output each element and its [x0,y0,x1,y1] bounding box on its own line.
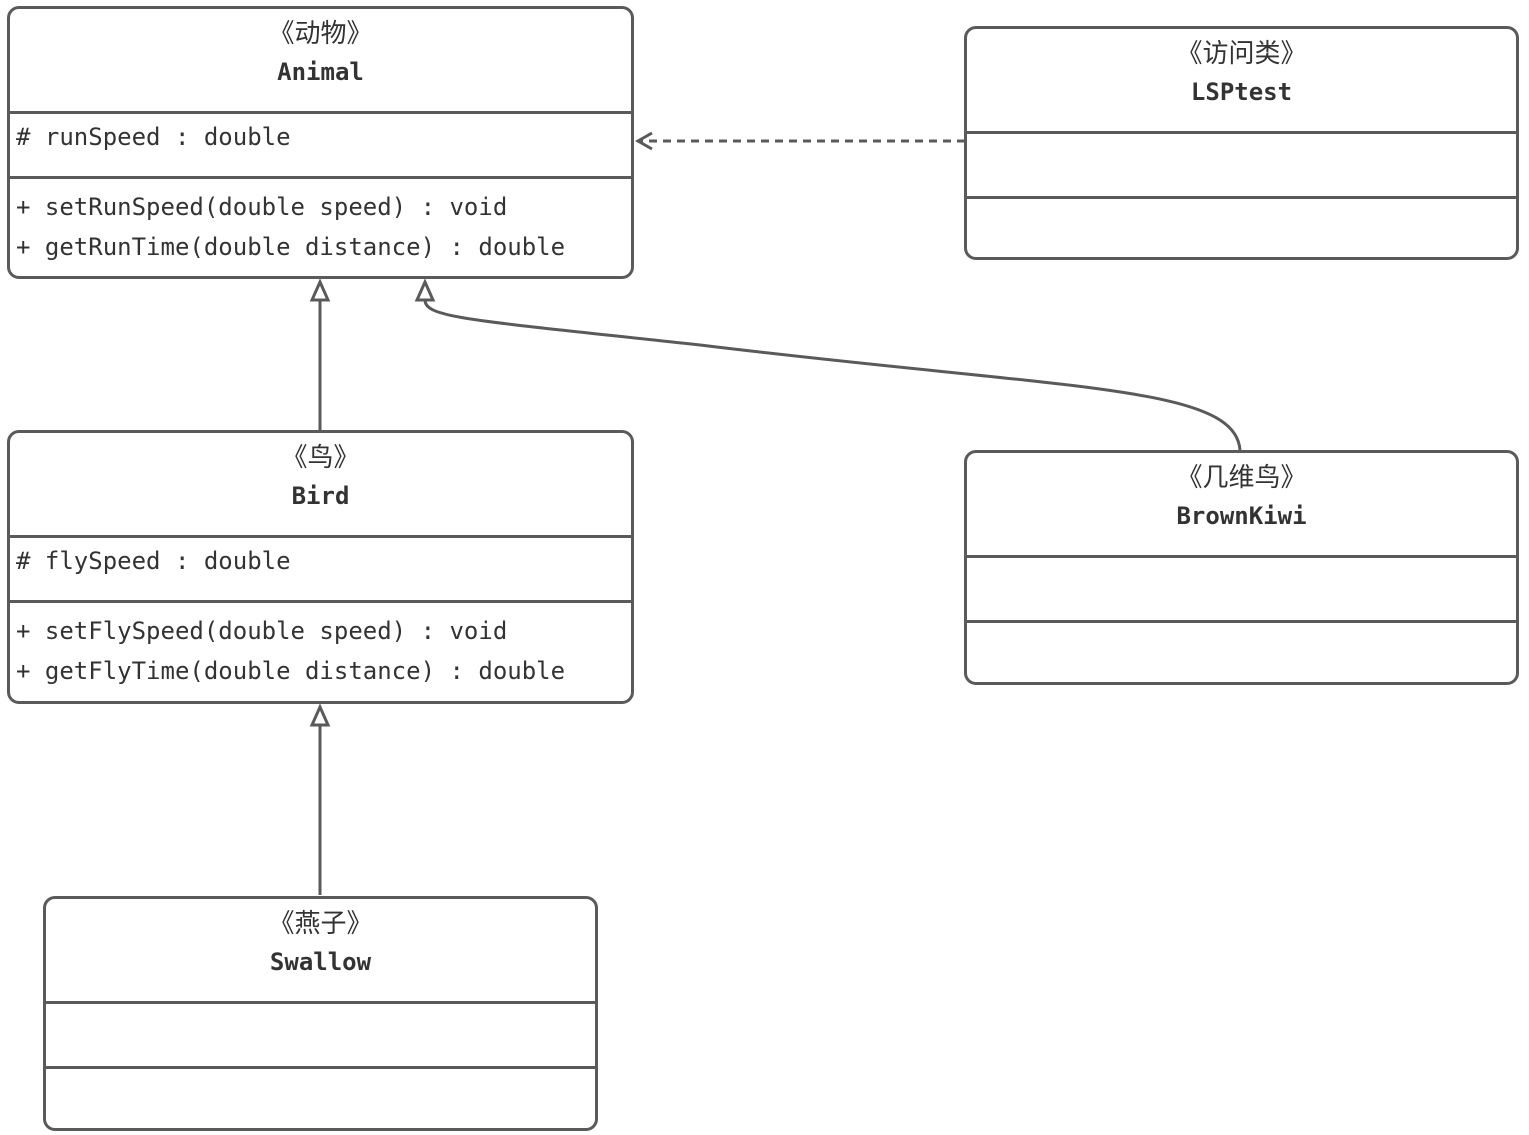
generalization-arrowhead [309,703,331,727]
class-header: 《访问类》 LSPtest [967,29,1516,134]
generalization-arrowhead [414,278,436,302]
relation-line [423,299,1242,451]
attribute-row: # runSpeed : double [16,123,291,151]
class-swallow[interactable]: 《燕子》 Swallow [43,896,598,1131]
method-row: + setFlySpeed(double speed) : void [16,617,508,645]
class-header: 《燕子》 Swallow [46,899,595,1004]
class-name: Bird [291,482,350,510]
class-name: Swallow [269,948,372,976]
relation-bird-animal [309,278,331,430]
class-header: 《鸟》 Bird [10,433,631,538]
attributes-section: # runSpeed : double [10,114,631,179]
class-stereotype: 《访问类》 [1176,39,1307,69]
method-row: + getFlyTime(double distance) : double [16,657,566,685]
class-lsptest[interactable]: 《访问类》 LSPtest [964,26,1519,260]
class-stereotype: 《几维鸟》 [1176,463,1307,493]
class-name: BrownKiwi [1176,502,1307,530]
dependency-arrowhead [634,131,653,151]
attributes-section [46,1004,595,1069]
class-animal[interactable]: 《动物》 Animal # runSpeed : double + setRun… [7,6,634,279]
methods-section: + setRunSpeed(double speed) : void + get… [10,179,631,267]
class-name: Animal [277,58,364,86]
generalization-arrowhead [309,278,331,302]
attributes-section: # flySpeed : double [10,538,631,603]
class-stereotype: 《鸟》 [281,443,360,473]
attribute-row: # flySpeed : double [16,547,291,575]
class-header: 《动物》 Animal [10,9,631,114]
class-stereotype: 《动物》 [268,19,373,49]
method-row: + getRunTime(double distance) : double [16,233,566,261]
attributes-section [967,558,1516,623]
relation-lsptest-animal [634,131,965,151]
class-brownkiwi[interactable]: 《几维鸟》 BrownKiwi [964,450,1519,685]
class-name: LSPtest [1190,78,1293,106]
class-stereotype: 《燕子》 [268,909,373,939]
relation-brownkiwi-animal [414,278,1242,451]
class-header: 《几维鸟》 BrownKiwi [967,453,1516,558]
relation-swallow-bird [309,703,331,895]
method-row: + setRunSpeed(double speed) : void [16,193,508,221]
class-bird[interactable]: 《鸟》 Bird # flySpeed : double + setFlySpe… [7,430,634,704]
methods-section: + setFlySpeed(double speed) : void + get… [10,603,631,691]
attributes-section [967,134,1516,199]
